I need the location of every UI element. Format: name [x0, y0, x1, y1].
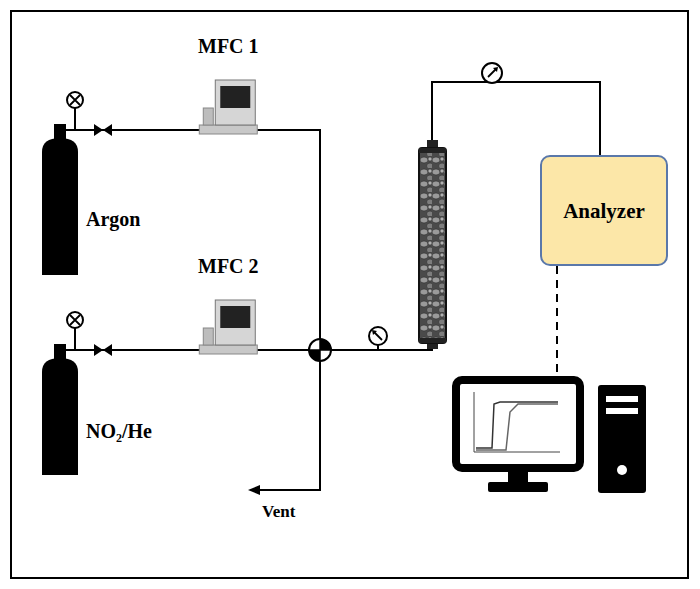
signal-line — [556, 266, 558, 372]
node-figure — [38, 88, 158, 278]
pipe — [258, 130, 320, 490]
node-label: Argon — [86, 208, 140, 231]
pressure-gauge — [482, 63, 502, 83]
gas-line — [163, 349, 195, 351]
packed-column — [419, 140, 446, 349]
vent-arrow — [248, 485, 260, 495]
vent-label: Vent — [262, 502, 295, 522]
pressure-gauge — [369, 327, 387, 350]
analyzer-box: Analyzer — [540, 155, 668, 266]
node-figure — [38, 308, 163, 478]
node-label: NO₂/He — [86, 420, 152, 443]
four-way-valve — [309, 339, 331, 361]
computer-monitor — [456, 380, 580, 492]
gas-cylinder: NO₂/He — [38, 308, 163, 478]
mass-flow-controller: MFC 2 — [195, 255, 262, 360]
mass-flow-controller: MFC 1 — [195, 35, 262, 140]
pipe — [260, 345, 432, 350]
pipe — [432, 82, 600, 155]
gas-line — [158, 129, 195, 131]
gas-cylinder: Argon — [38, 88, 158, 278]
node-label: MFC 1 — [198, 35, 259, 58]
computer-tower — [598, 385, 646, 493]
node-label: MFC 2 — [198, 255, 259, 278]
node-label: Analyzer — [563, 199, 645, 223]
frame — [11, 11, 688, 578]
